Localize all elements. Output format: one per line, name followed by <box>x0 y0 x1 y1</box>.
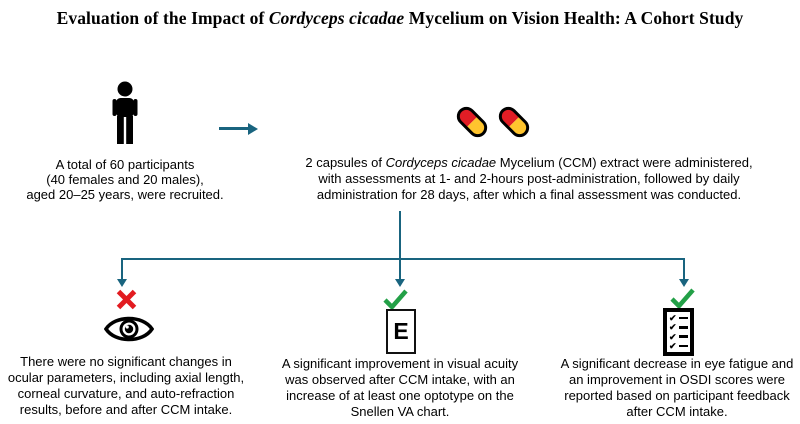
right-arrow-icon <box>248 122 258 135</box>
capsules-icon <box>450 99 538 150</box>
checklist-dash <box>679 335 688 338</box>
branch-right-line <box>683 258 685 279</box>
eye-icon <box>103 311 155 352</box>
title-text-post: Mycelium on Vision Health: A Cohort Stud… <box>404 8 744 28</box>
administration-line-2: with assessments at 1- and 2-hours post-… <box>318 171 740 186</box>
recruitment-line-3: aged 20–25 years, were recruited. <box>26 187 224 202</box>
administration-species-italic: Cordyceps cicadae <box>385 155 497 170</box>
page-title: Evaluation of the Impact of Cordyceps ci… <box>0 8 800 29</box>
capsule-2 <box>498 106 530 138</box>
outcome-osdi-text: A significant decrease in eye fatigue an… <box>546 356 800 420</box>
administration-line-1-post: Mycelium (CCM) extract were administered… <box>496 155 753 170</box>
checklist-tick-icon <box>669 323 677 331</box>
check-mark-icon-osdi <box>669 287 696 314</box>
person-icon <box>105 81 145 152</box>
branch-horizontal-line <box>121 258 685 260</box>
outcome-osdi-line-1: A significant decrease in eye fatigue an… <box>560 356 794 371</box>
outcome-visual-acuity-line-2: was observed after CCM intake, with an <box>285 372 515 387</box>
branch-left-line <box>121 258 123 279</box>
checklist-dash <box>679 344 688 347</box>
checklist-dash <box>679 326 688 329</box>
checklist-row <box>669 323 688 331</box>
branch-right-arrowhead <box>679 279 689 287</box>
outcome-ocular-line-1: There were no significant changes in <box>20 354 232 369</box>
outcome-ocular-line-4: results, before and after CCM intake. <box>19 402 233 417</box>
recruitment-line-2: (40 females and 20 males), <box>46 172 204 187</box>
branch-center-arrowhead <box>395 279 405 287</box>
checklist-tick-icon <box>669 333 677 341</box>
outcome-ocular-line-3: corneal curvature, and auto-refraction <box>17 386 235 401</box>
outcome-visual-acuity-line-4: Snellen VA chart. <box>350 404 450 419</box>
checklist-row <box>669 342 688 350</box>
checklist-row <box>669 314 688 322</box>
right-arrow-shaft <box>219 127 249 130</box>
outcome-osdi-line-4: after CCM intake. <box>626 404 728 419</box>
outcome-ocular-text: There were no significant changes in ocu… <box>0 354 252 418</box>
outcome-ocular-line-2: ocular parameters, including axial lengt… <box>7 370 245 385</box>
administration-line-1-pre: 2 capsules of <box>305 155 386 170</box>
checklist-row <box>669 333 688 341</box>
recruitment-text: A total of 60 participants (40 females a… <box>0 157 250 202</box>
recruitment-line-1: A total of 60 participants <box>55 157 195 172</box>
snellen-chart-icon: E <box>386 309 416 354</box>
checklist-tick-icon <box>669 314 677 322</box>
administration-line-3: administration for 28 days, after which … <box>316 187 742 202</box>
title-text-pre: Evaluation of the Impact of <box>56 8 269 28</box>
outcome-osdi-line-3: reported based on participant feedback <box>564 388 790 403</box>
snellen-letter: E <box>393 318 409 344</box>
outcome-visual-acuity-line-3: increase of at least one optotype on the <box>286 388 514 403</box>
branch-left-arrowhead <box>117 279 127 287</box>
outcome-visual-acuity-text: A significant improvement in visual acui… <box>260 356 540 420</box>
x-mark-icon <box>116 289 137 315</box>
checklist-icon <box>663 308 694 356</box>
branch-stem-line <box>399 211 401 279</box>
outcome-osdi-line-2: an improvement in OSDI scores were <box>568 372 786 387</box>
capsule-1 <box>456 106 488 138</box>
outcome-visual-acuity-line-1: A significant improvement in visual acui… <box>281 356 519 371</box>
checklist-tick-icon <box>669 342 677 350</box>
title-species-italic: Cordyceps cicadae <box>268 8 405 28</box>
check-mark-icon-visual-acuity <box>382 288 409 315</box>
administration-text: 2 capsules of Cordyceps cicadae Mycelium… <box>258 155 800 203</box>
administration-line-1: 2 capsules of Cordyceps cicadae Mycelium… <box>258 155 800 171</box>
checklist-dash <box>679 316 688 320</box>
